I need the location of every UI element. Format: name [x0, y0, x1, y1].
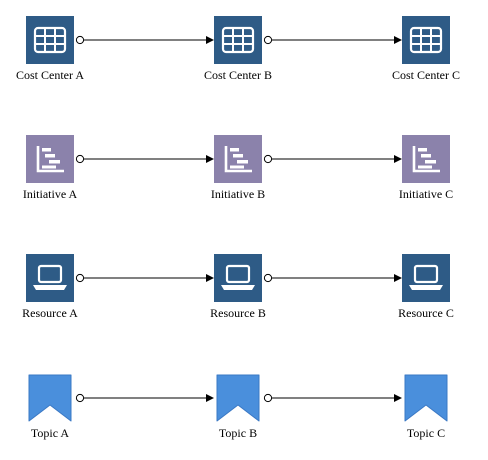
initiative-node[interactable]: [214, 135, 262, 183]
grid-table-icon: [26, 16, 74, 64]
topic-label: Topic B: [218, 426, 258, 440]
resource-label: Resource B: [210, 306, 266, 320]
topic-node[interactable]: [216, 374, 260, 422]
connector-port[interactable]: [263, 393, 273, 403]
connector-port[interactable]: [75, 273, 85, 283]
grid-table-icon: [214, 16, 262, 64]
initiative-label: Initiative C: [398, 187, 454, 201]
resource-node[interactable]: [26, 254, 74, 302]
cost-center-node[interactable]: [402, 16, 450, 64]
connector-port[interactable]: [75, 35, 85, 45]
cost-center-label: Cost Center C: [392, 68, 460, 82]
gantt-chart-icon: [26, 135, 74, 183]
initiative-node[interactable]: [26, 135, 74, 183]
gantt-chart-icon: [402, 135, 450, 183]
bookmark-icon: [404, 374, 448, 422]
connector-port[interactable]: [263, 154, 273, 164]
laptop-icon: [214, 254, 262, 302]
cost-center-node[interactable]: [214, 16, 262, 64]
resource-label: Resource A: [22, 306, 78, 320]
resource-node[interactable]: [402, 254, 450, 302]
resource-label: Resource C: [398, 306, 454, 320]
topic-label: Topic A: [30, 426, 70, 440]
gantt-chart-icon: [214, 135, 262, 183]
connector-port[interactable]: [75, 393, 85, 403]
initiative-node[interactable]: [402, 135, 450, 183]
connector-port[interactable]: [75, 154, 85, 164]
connector-port[interactable]: [263, 35, 273, 45]
topic-label: Topic C: [406, 426, 446, 440]
laptop-icon: [26, 254, 74, 302]
grid-table-icon: [402, 16, 450, 64]
topic-node[interactable]: [404, 374, 448, 422]
topic-node[interactable]: [28, 374, 72, 422]
resource-node[interactable]: [214, 254, 262, 302]
bookmark-icon: [216, 374, 260, 422]
initiative-label: Initiative A: [22, 187, 78, 201]
cost-center-label: Cost Center A: [16, 68, 84, 82]
connector-port[interactable]: [263, 273, 273, 283]
initiative-label: Initiative B: [210, 187, 266, 201]
bookmark-icon: [28, 374, 72, 422]
cost-center-node[interactable]: [26, 16, 74, 64]
laptop-icon: [402, 254, 450, 302]
cost-center-label: Cost Center B: [204, 68, 272, 82]
